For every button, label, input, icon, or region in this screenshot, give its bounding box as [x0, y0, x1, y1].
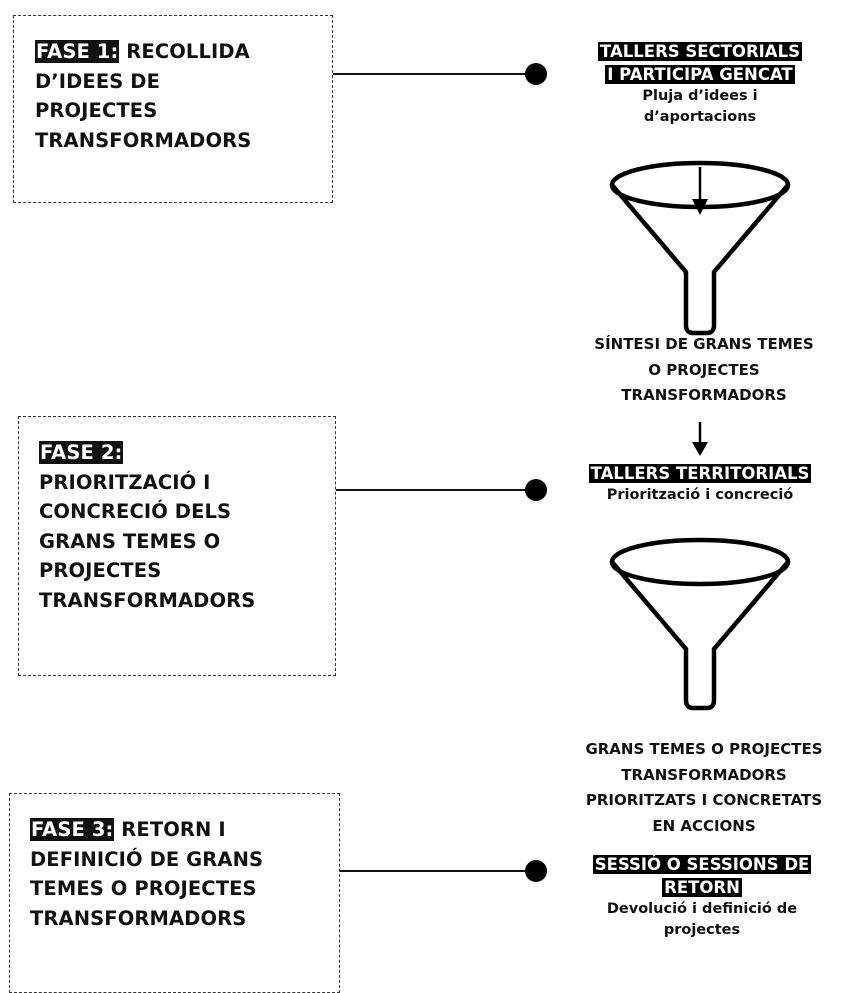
phase-1-line-2: PROJECTES	[35, 99, 158, 122]
phase-2-line-3: GRANS TEMES O	[39, 529, 221, 553]
phase-3-line-1: DEFINICIÓ DE GRANS	[30, 847, 264, 871]
phase-1-line-3: TRANSFORMADORS	[35, 128, 252, 152]
result-1-line-1: SÍNTESI DE GRANS TEMES	[594, 335, 814, 353]
phase-2-connector-line	[336, 489, 530, 491]
stage-3-subtitle-2: projectes	[663, 922, 741, 938]
phase-2-line-1: PRIORITZACIÓ I	[39, 470, 211, 494]
dot-icon	[525, 860, 547, 882]
stage-1-title-1: TALLERS SECTORIALS	[598, 42, 802, 61]
phase-1-line-1: D’IDEES DE	[35, 69, 161, 93]
phase-1-title-inline: RECOLLIDA	[119, 40, 250, 63]
result-2-line-4: EN ACCIONS	[652, 816, 756, 835]
phase-3-connector-line	[340, 870, 530, 872]
phase-2-label: FASE 2:	[39, 441, 124, 464]
stage-1-title-2: I PARTICIPA GENCAT	[605, 65, 795, 84]
dot-icon	[525, 479, 547, 501]
phase-3-text: FASE 3: RETORN I DEFINICIÓ DE GRANS TEME…	[30, 815, 263, 933]
result-1-line-2: O PROJECTES	[648, 360, 760, 379]
stage-3-subtitle-1: Devolució i definició de	[606, 901, 798, 917]
stage-2-title-1: TALLERS TERRITORIALS	[588, 464, 812, 483]
result-2-line-1: GRANS TEMES O PROJECTES	[585, 740, 823, 758]
phase-2-line-5: TRANSFORMADORS	[39, 588, 256, 612]
stage-1-subtitle-1: Pluja d’idees i	[642, 88, 758, 104]
funnel-icon	[609, 537, 791, 711]
funnel-icon	[609, 160, 791, 336]
result-2-line-3: PRIORITZATS I CONCRETATS	[585, 791, 823, 809]
stage-1: TALLERS SECTORIALS I PARTICIPA GENCAT Pl…	[555, 40, 845, 128]
phase-1-text: FASE 1: RECOLLIDA D’IDEES DE PROJECTES T…	[35, 37, 251, 155]
stage-2-subtitle-1: Priorització i concreció	[606, 487, 794, 503]
dot-icon	[525, 63, 547, 85]
arrow-down-icon	[692, 167, 708, 215]
phase-2-line-4: PROJECTES	[39, 559, 162, 582]
phase-1-label: FASE 1:	[35, 40, 120, 63]
result-2-line-2: TRANSFORMADORS	[621, 765, 787, 784]
stage-1-subtitle-2: d’aportacions	[643, 109, 757, 125]
phase-3-title-inline: RETORN I	[114, 818, 226, 841]
result-1-line-3: TRANSFORMADORS	[621, 386, 787, 404]
phase-3-label: FASE 3:	[30, 818, 115, 841]
phase-2-text: FASE 2: PRIORITZACIÓ I CONCRECIÓ DELS GR…	[39, 438, 255, 615]
arrow-down-icon	[692, 422, 708, 456]
phase-1-connector-line	[333, 73, 530, 75]
phase-3-line-3: TRANSFORMADORS	[30, 906, 247, 930]
phase-3-line-2: TEMES O PROJECTES	[30, 877, 257, 900]
stage-3-title-1: SESSIÓ O SESSIONS DE	[592, 855, 812, 874]
result-2: GRANS TEMES O PROJECTES TRANSFORMADORS P…	[545, 737, 852, 839]
stage-2: TALLERS TERRITORIALS Priorització i conc…	[555, 462, 845, 506]
phase-1-box	[13, 15, 333, 203]
stage-3-title-2: RETORN	[662, 878, 742, 897]
phase-2-box	[18, 416, 336, 676]
stage-3: SESSIÓ O SESSIONS DE RETORN Devolució i …	[555, 853, 849, 941]
result-1: SÍNTESI DE GRANS TEMES O PROJECTES TRANS…	[547, 332, 852, 409]
phase-2-line-2: CONCRECIÓ DELS	[39, 500, 232, 523]
